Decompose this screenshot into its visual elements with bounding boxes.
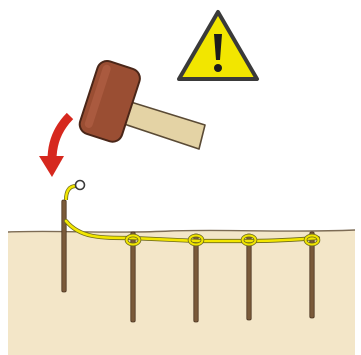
hook-ring xyxy=(76,181,85,190)
stake-3 xyxy=(194,234,198,322)
curved-arrow-icon xyxy=(39,116,70,177)
stake-1 xyxy=(62,200,66,292)
stake-4 xyxy=(247,234,251,320)
warning-icon xyxy=(179,12,257,79)
ground xyxy=(8,230,355,355)
